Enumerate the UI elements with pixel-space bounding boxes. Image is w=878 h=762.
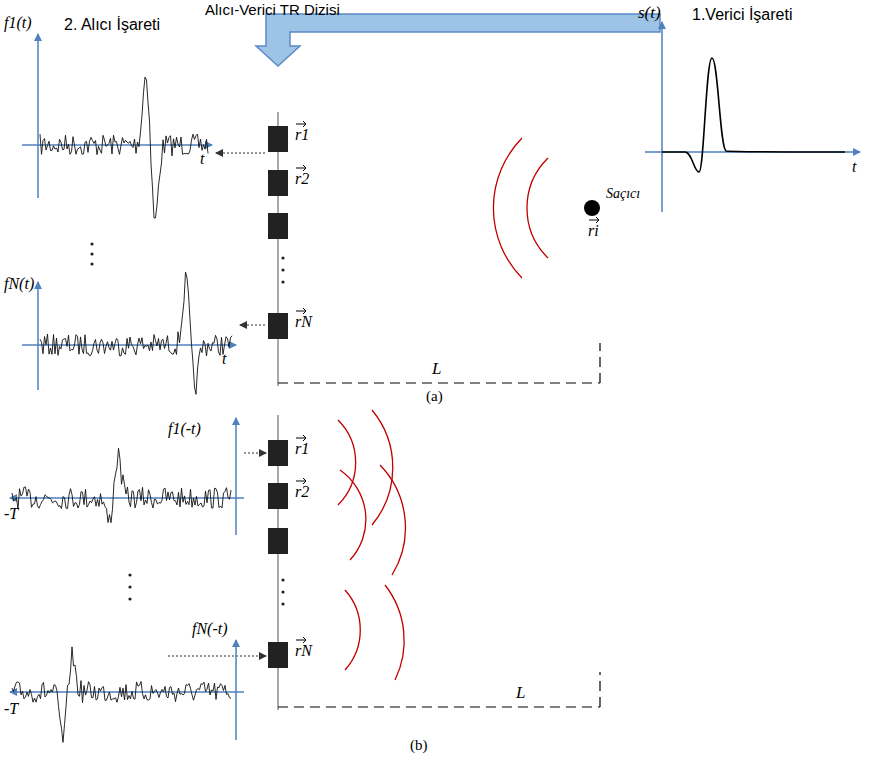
noisy-signal — [40, 272, 232, 394]
text-label: f1(t) — [4, 14, 32, 32]
vector-arrows — [296, 121, 599, 643]
text-label: Saçıcı — [606, 186, 640, 201]
leader-arrow — [168, 153, 266, 656]
waveforms — [12, 77, 232, 742]
ellipsis-dots — [90, 242, 131, 600]
text-label: t — [200, 150, 204, 168]
array-b — [268, 415, 600, 710]
text-label: (a) — [426, 388, 443, 405]
text-label: Alıcı-Verici TR Dizisi — [205, 2, 340, 19]
array-a — [268, 112, 600, 386]
text-label: 1.Verici İşareti — [692, 6, 792, 24]
noisy-signal — [12, 647, 231, 743]
source-signal — [645, 22, 860, 212]
position-vector: r1 — [295, 440, 309, 458]
text-label: fN(t) — [4, 275, 34, 293]
text-label: t — [222, 350, 226, 368]
position-vector: rN — [295, 642, 312, 660]
text-label: L — [516, 684, 525, 703]
text-label: s(t) — [638, 4, 661, 23]
text-label: (b) — [410, 737, 428, 754]
noisy-signal — [40, 77, 208, 218]
scatterer-dot — [584, 200, 600, 216]
text-label: t — [852, 158, 856, 176]
text-label: L — [432, 360, 441, 379]
position-vector: ri — [588, 222, 599, 240]
position-vector: r2 — [295, 170, 309, 188]
text-label: fN(-t) — [192, 620, 228, 638]
text-label: 2. Alıcı İşareti — [64, 16, 160, 34]
text-label: -T — [4, 700, 18, 718]
text-label: -T — [4, 505, 18, 523]
position-vector: r1 — [295, 126, 309, 144]
feed-arrow — [256, 14, 660, 66]
text-label: f1(-t) — [168, 420, 201, 438]
position-vector: r2 — [295, 483, 309, 501]
scattered-wave — [493, 138, 548, 278]
emitted-wave — [338, 410, 405, 680]
noisy-signal — [12, 448, 231, 522]
position-vector: rN — [295, 313, 312, 331]
